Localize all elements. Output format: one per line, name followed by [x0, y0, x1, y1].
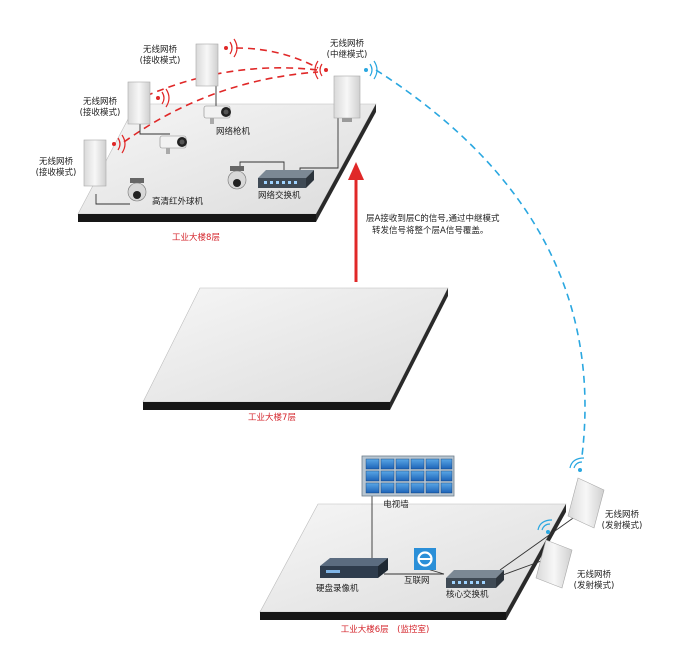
signal-arrow [348, 162, 364, 282]
nvr-icon [320, 558, 388, 578]
bullet-camera-icon [203, 105, 231, 124]
relay-bridge [333, 75, 361, 122]
relay-note-line1: 层A接收到层C的信号,通过中继模式 [366, 213, 500, 224]
dome-camera-icon [127, 178, 147, 202]
internet-label: 互联网 [404, 576, 430, 586]
tx-low-signal-icon [537, 519, 553, 534]
relay-note-line2: 转发信号将整个层A信号覆盖。 [372, 225, 488, 236]
relay-bridge-label-2: (中继模式) [327, 49, 368, 60]
tx-top-label-1: 无线网桥 [605, 509, 640, 520]
floor-6-label: 工业大楼6层 (监控室) [341, 624, 430, 635]
floor-7-label: 工业大楼7层 [248, 412, 296, 423]
video-wall-label: 电视墙 [383, 499, 409, 510]
relay-signal-icon-blue [364, 60, 378, 80]
rx-bridge-top [195, 43, 219, 87]
bullet-camera-icon-2 [159, 135, 187, 154]
rx-bridge-mid [127, 81, 151, 125]
rx-top-signal-icon [224, 38, 238, 58]
rx-bridge-low [83, 139, 107, 187]
dome-camera-icon-2 [227, 166, 247, 190]
floor-6 [259, 503, 567, 620]
rx-mid-signal-icon [156, 88, 170, 108]
tx-top-label-2: (发射模式) [602, 520, 643, 531]
rx-mid-label-1: 无线网桥 [83, 96, 118, 107]
tx-low-label-2: (发射模式) [574, 580, 615, 591]
nvr-label: 硬盘录像机 [316, 583, 359, 594]
relay-bridge-label-1: 无线网桥 [330, 38, 365, 49]
rx-low-signal-icon [112, 134, 126, 154]
floor-7 [142, 287, 449, 410]
rx-top-label-2: (接收模式) [140, 55, 181, 66]
rx-low-label-2: (接收模式) [36, 167, 77, 178]
floor-8-label: 工业大楼8层 [172, 232, 220, 243]
switch-8f-label: 网络交换机 [258, 190, 301, 201]
bullet-camera-label: 网络枪机 [216, 126, 251, 137]
tx-bridge-top [567, 477, 605, 529]
internet-icon [414, 548, 436, 570]
rx-top-label-1: 无线网桥 [143, 44, 178, 55]
rx-low-label-1: 无线网桥 [39, 156, 74, 167]
tx-low-label-1: 无线网桥 [577, 569, 612, 580]
rx-mid-label-2: (接收模式) [80, 107, 121, 118]
wireless-links [123, 47, 586, 457]
video-wall-icon [361, 455, 455, 497]
tx-bridge-low [535, 539, 573, 589]
dome-camera-label: 高清红外球机 [152, 196, 204, 207]
core-switch-label: 核心交换机 [446, 589, 489, 600]
floor-6-cabling [371, 494, 577, 577]
relay-signal-icon-red [314, 60, 328, 80]
tx-top-signal-icon [569, 457, 585, 472]
network-switch-icon [258, 170, 314, 188]
core-switch-icon [446, 570, 504, 588]
